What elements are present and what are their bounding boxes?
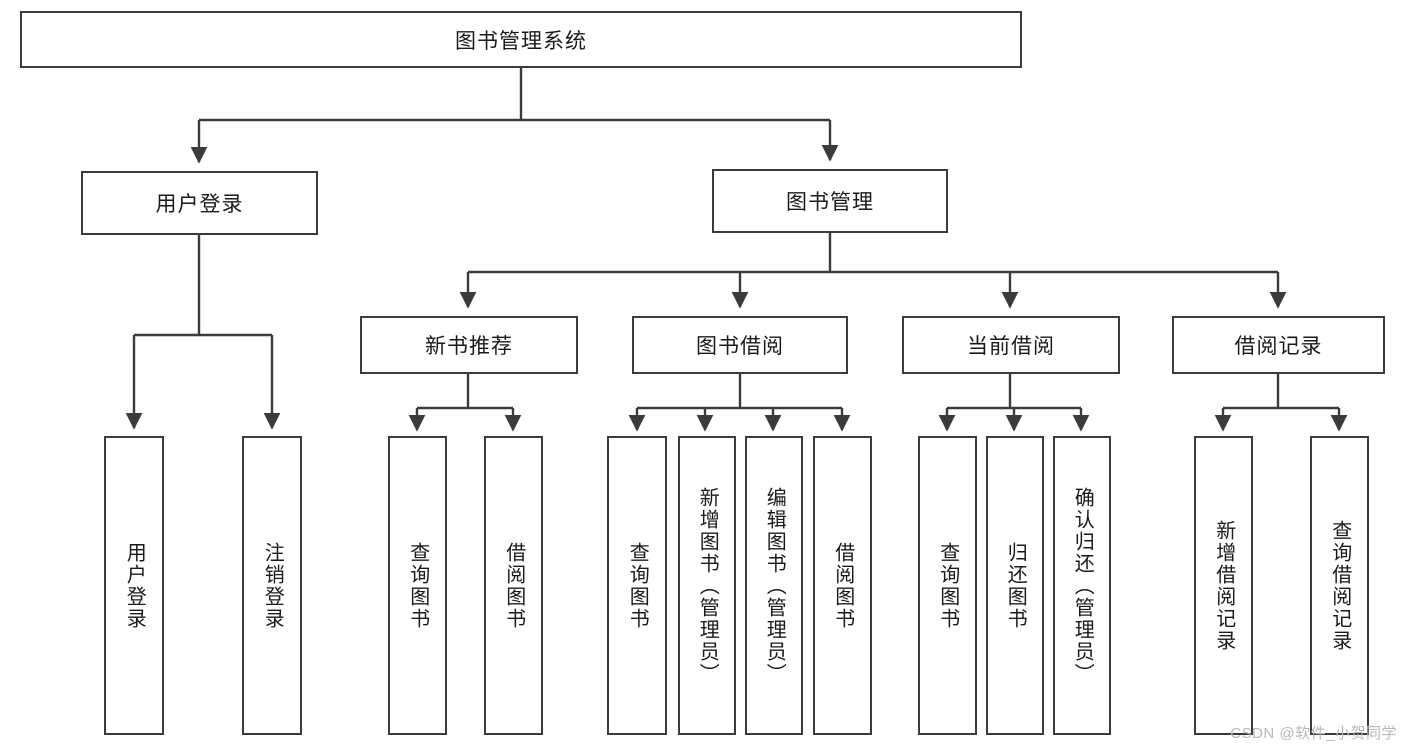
leaf-confirm-return[interactable]: 确认归还（管理员） xyxy=(1053,436,1111,735)
node-current-borrow[interactable]: 当前借阅 xyxy=(902,316,1120,374)
leaf-query-book-2-label: 查询图书 xyxy=(626,541,649,630)
leaf-borrow-book-2-label: 借阅图书 xyxy=(831,541,854,630)
node-book-borrow-label: 图书借阅 xyxy=(696,335,784,358)
leaf-user-login[interactable]: 用户登录 xyxy=(104,436,164,735)
leaf-user-logout-label: 注销登录 xyxy=(261,541,284,630)
node-root[interactable]: 图书管理系统 xyxy=(20,11,1022,68)
leaf-query-record[interactable]: 查询借阅记录 xyxy=(1310,436,1369,735)
leaf-add-record-label: 新增借阅记录 xyxy=(1212,519,1235,652)
node-borrow-record[interactable]: 借阅记录 xyxy=(1172,316,1385,374)
node-book-manage[interactable]: 图书管理 xyxy=(712,169,948,233)
leaf-borrow-book-1[interactable]: 借阅图书 xyxy=(484,436,543,735)
leaf-user-login-label: 用户登录 xyxy=(123,541,146,630)
leaf-query-book-3[interactable]: 查询图书 xyxy=(918,436,977,735)
leaf-user-logout[interactable]: 注销登录 xyxy=(242,436,302,735)
leaf-return-book-label: 归还图书 xyxy=(1004,541,1027,630)
leaf-borrow-book-2[interactable]: 借阅图书 xyxy=(813,436,872,735)
node-root-label: 图书管理系统 xyxy=(455,29,587,53)
leaf-query-book-3-label: 查询图书 xyxy=(936,541,959,630)
leaf-add-book-label: 新增图书（管理员） xyxy=(696,486,719,685)
node-book-borrow[interactable]: 图书借阅 xyxy=(632,316,848,374)
leaf-return-book[interactable]: 归还图书 xyxy=(986,436,1044,735)
node-book-manage-label: 图书管理 xyxy=(786,191,874,214)
leaf-add-record[interactable]: 新增借阅记录 xyxy=(1194,436,1253,735)
leaf-edit-book[interactable]: 编辑图书（管理员） xyxy=(745,436,803,735)
leaf-borrow-book-1-label: 借阅图书 xyxy=(502,541,525,630)
leaf-query-book-1[interactable]: 查询图书 xyxy=(388,436,447,735)
node-new-book-recommend-label: 新书推荐 xyxy=(425,335,513,358)
leaf-confirm-return-label: 确认归还（管理员） xyxy=(1071,486,1094,685)
leaf-query-book-2[interactable]: 查询图书 xyxy=(607,436,667,735)
node-user-login[interactable]: 用户登录 xyxy=(81,171,318,235)
node-borrow-record-label: 借阅记录 xyxy=(1234,335,1323,358)
leaf-add-book[interactable]: 新增图书（管理员） xyxy=(678,436,736,735)
node-new-book-recommend[interactable]: 新书推荐 xyxy=(360,316,578,374)
leaf-edit-book-label: 编辑图书（管理员） xyxy=(763,486,786,685)
node-user-login-label: 用户登录 xyxy=(155,193,244,216)
leaf-query-record-label: 查询借阅记录 xyxy=(1328,519,1351,652)
watermark: CSDN @软件_小贺同学 xyxy=(1230,725,1397,742)
leaf-query-book-1-label: 查询图书 xyxy=(406,541,429,630)
node-current-borrow-label: 当前借阅 xyxy=(967,335,1055,358)
